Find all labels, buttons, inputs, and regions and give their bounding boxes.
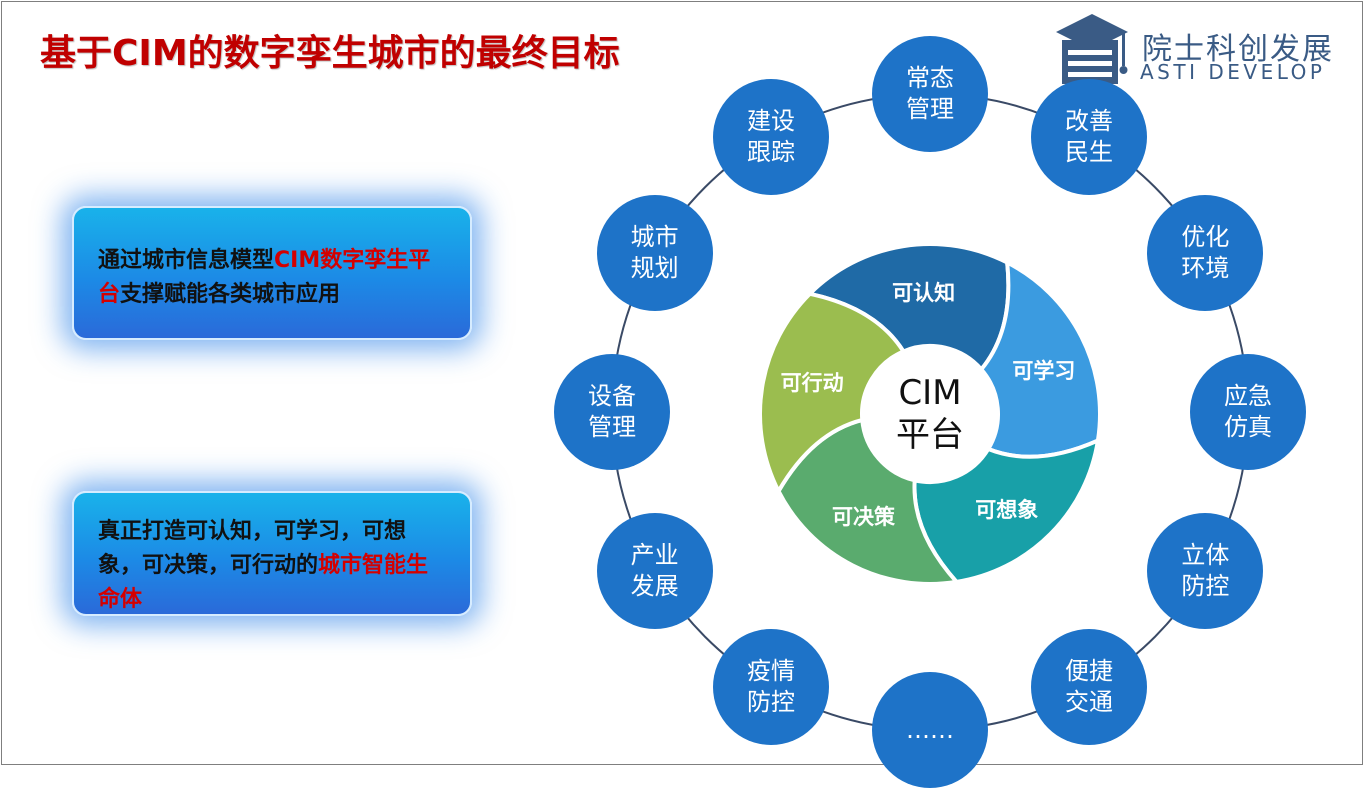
center-hub [862, 346, 998, 482]
cim-diagram-graphics [611, 93, 1249, 731]
goal-box-highlight: 城市智能生命体 [98, 553, 429, 612]
segments-layer [758, 242, 1102, 586]
outer-node: 应急 仿真 [1190, 354, 1306, 470]
outer-node: 城市 规划 [596, 195, 713, 311]
goal-box-text: 通过城市信息模型 [98, 248, 275, 273]
goal-box-text: 真正打造可认知，可学习，可想象，可决策，可行动的 [98, 519, 407, 578]
logo-name-en: ASTI DEVELOP [1140, 60, 1326, 84]
segment-label: 可想象 [975, 497, 1039, 522]
outer-node: 改善 民生 [1031, 78, 1147, 195]
goal-box-text: 支撑赋能各类城市应用 [120, 282, 341, 307]
logo: 院士科创发展 ASTI DEVELOP [1052, 10, 1352, 90]
segment-4 [758, 291, 907, 496]
page-title: 基于CIM的数字孪生城市的最终目标 [40, 33, 620, 74]
cim-diagram: 可认知可学习可想象 可决策 可行动 CIM 平台 常态 管理改善 民生优化 环境应急… [554, 36, 1320, 788]
goal-box-lifeform: 真正打造可认知，可学习，可想象，可决策，可行动的城市智能生命体 [72, 491, 472, 616]
outer-node: 建设 跟踪 [713, 78, 829, 195]
slide-frame [1, 1, 1363, 765]
logo-name-cn: 院士科创发展 [1142, 32, 1334, 67]
outer-node: 产业 发展 [596, 513, 713, 629]
center-label: CIM 平台 [896, 373, 964, 455]
outer-node: 疫情 防控 [713, 629, 829, 746]
outer-node: 立体 防控 [1147, 513, 1264, 629]
goal-box-highlight: CIM数字孪生平台 [98, 248, 431, 307]
outer-node: 常态 管理 [872, 36, 988, 152]
outer-node: 设备 管理 [554, 354, 670, 470]
outer-node: …… [872, 672, 988, 788]
segment-label: 可决策 [832, 505, 896, 530]
outer-node: 优化 环境 [1147, 195, 1264, 311]
segment-label: 可学习 [1012, 359, 1076, 384]
segment-label: 可认知 [892, 281, 956, 306]
segment-label: 可行动 [780, 371, 844, 396]
graduation-cap-building-icon [1056, 14, 1128, 84]
outer-node: 便捷 交通 [1031, 629, 1147, 746]
goal-box-platform: 通过城市信息模型CIM数字孪生平台支撑赋能各类城市应用 [72, 206, 472, 340]
